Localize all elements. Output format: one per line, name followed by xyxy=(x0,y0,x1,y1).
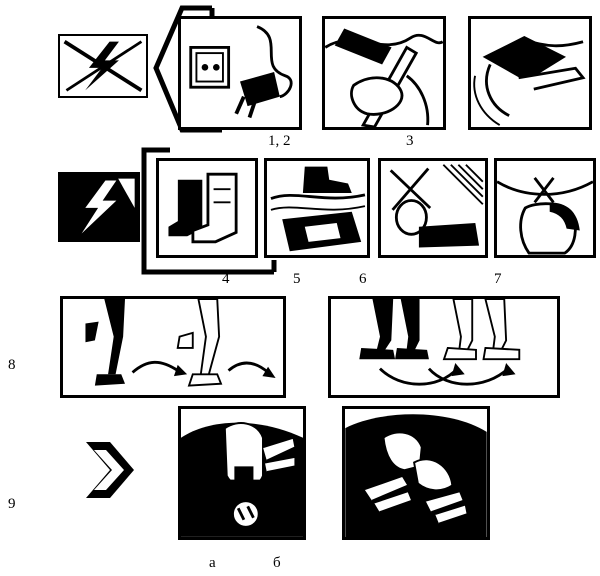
crossed-lightning-icon xyxy=(63,40,143,92)
rubber-mat-icon xyxy=(270,166,366,252)
label-step-9: 9 xyxy=(8,496,16,512)
boots-panel xyxy=(156,158,258,258)
rescue-breath-panel xyxy=(342,406,490,540)
no-touch-panel xyxy=(378,158,488,258)
shuffle-step-icon xyxy=(85,299,276,387)
socket-panel xyxy=(178,16,302,130)
no-voltage-sign xyxy=(58,34,148,98)
label-variant-b: б xyxy=(273,555,281,571)
label-variant-a: а xyxy=(209,555,216,571)
shuffle-step-2-icon xyxy=(359,299,521,386)
chevron-right-icon xyxy=(86,442,134,498)
socket-plug-icon xyxy=(189,25,293,119)
axe-cut-wire-icon xyxy=(325,28,443,127)
danger-voltage-sign xyxy=(58,172,140,242)
label-step-5: 5 xyxy=(293,271,301,287)
crossed-head-icon xyxy=(497,177,593,255)
chest-press-panel xyxy=(178,406,306,540)
label-step-4: 4 xyxy=(222,271,230,287)
mat-panel xyxy=(264,158,370,258)
gloved-hand-icon xyxy=(473,36,586,126)
glove-panel xyxy=(468,16,592,130)
rescue-breathing-icon xyxy=(345,414,487,537)
label-step-7: 7 xyxy=(494,271,502,287)
label-step-6: 6 xyxy=(359,271,367,287)
shuffle-steps-panel xyxy=(60,296,286,398)
dielectric-boots-icon xyxy=(168,172,238,244)
lightning-icon xyxy=(81,178,135,234)
head-wire-panel xyxy=(494,158,596,258)
chest-compression-icon xyxy=(181,422,303,537)
label-step-1-2: 1, 2 xyxy=(268,133,291,149)
row2-bracket xyxy=(141,147,277,275)
crossed-foot-icon xyxy=(389,164,484,248)
wire-cut-panel xyxy=(322,16,446,130)
label-step-8: 8 xyxy=(8,357,16,373)
label-step-3: 3 xyxy=(406,133,414,149)
shuffle-steps-panel-2 xyxy=(328,296,560,398)
